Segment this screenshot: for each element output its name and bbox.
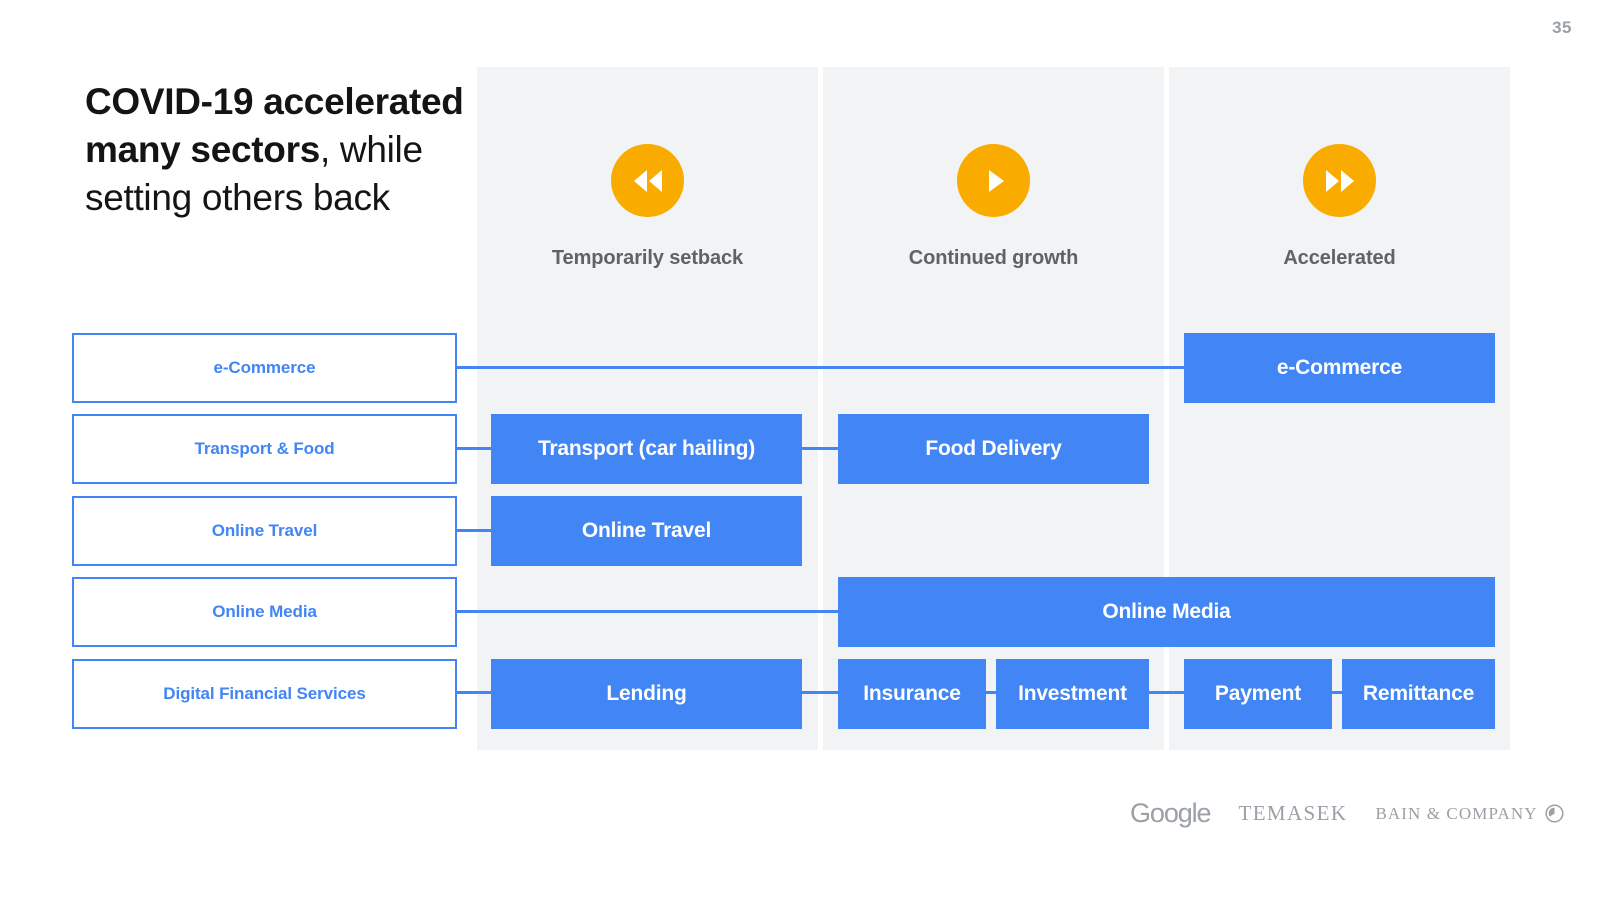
column-label-continued-growth: Continued growth (908, 247, 1079, 269)
sector-label-e-commerce: e-Commerce (213, 358, 316, 377)
item-box-lending[interactable]: Lending (491, 659, 802, 729)
item-box-investment[interactable]: Investment (996, 659, 1149, 729)
item-box-online-media[interactable]: Online Media (838, 577, 1495, 647)
item-box-insurance[interactable]: Insurance (838, 659, 986, 729)
play-icon (957, 144, 1030, 217)
page-title-bold: COVID-19 accelerated many sectors (85, 81, 464, 170)
column-label-temporarily-setback: Temporarily setback (551, 247, 744, 269)
bain-logo-text: BAIN & COMPANY (1375, 803, 1538, 823)
item-label-insurance: Insurance (863, 682, 961, 705)
column-panel-temporarily-setback: Temporarily setback (477, 67, 818, 750)
connector-lending-to-insurance (800, 691, 840, 694)
connector-online-media-left (457, 610, 840, 613)
column-panel-continued-growth: Continued growth (823, 67, 1164, 750)
item-box-remittance[interactable]: Remittance (1342, 659, 1495, 729)
item-box-transport[interactable]: Transport (car hailing) (491, 414, 802, 484)
item-label-transport: Transport (car hailing) (537, 437, 756, 460)
fast-forward-icon (1303, 144, 1376, 217)
connector-transport-food-left (457, 447, 493, 450)
sector-box-e-commerce[interactable]: e-Commerce (72, 333, 457, 403)
page-title-light: , while setting others back (85, 129, 423, 218)
page-number: 35 (1552, 18, 1572, 37)
sector-label-digital-financial-services: Digital Financial Services (163, 684, 366, 703)
rewind-icon (611, 144, 684, 217)
sector-box-transport-food[interactable]: Transport & Food (72, 414, 457, 484)
sector-label-online-travel: Online Travel (211, 521, 318, 540)
sector-label-transport-food: Transport & Food (194, 439, 335, 458)
item-label-online-media: Online Media (1102, 600, 1231, 623)
sector-box-online-travel[interactable]: Online Travel (72, 496, 457, 566)
item-box-e-commerce[interactable]: e-Commerce (1184, 333, 1495, 403)
column-header-temporarily-setback: Temporarily setback (477, 67, 818, 270)
temasek-logo: TEMASEK (1238, 801, 1348, 825)
item-label-lending: Lending (606, 682, 687, 705)
bain-logo: BAIN & COMPANY (1375, 803, 1564, 824)
sector-label-online-media: Online Media (212, 602, 317, 621)
column-label-accelerated: Accelerated (1283, 247, 1396, 269)
google-logo: Google (1130, 798, 1212, 828)
bain-mark-icon (1545, 804, 1564, 823)
footer-logos: Google TEMASEK BAIN & COMPANY (1130, 798, 1564, 829)
column-header-continued-growth: Continued growth (823, 67, 1164, 270)
connector-investment-to-payment (1146, 691, 1186, 694)
connector-dfs-left (457, 691, 493, 694)
item-label-online-travel: Online Travel (581, 519, 712, 542)
connector-e-commerce (457, 366, 1186, 369)
item-label-food-delivery: Food Delivery (925, 437, 1062, 460)
item-box-payment[interactable]: Payment (1184, 659, 1332, 729)
connector-payment-to-remittance (1330, 691, 1344, 694)
item-box-online-travel[interactable]: Online Travel (491, 496, 802, 566)
connector-transport-to-food-delivery (800, 447, 840, 450)
sector-box-digital-financial-services[interactable]: Digital Financial Services (72, 659, 457, 729)
item-label-investment: Investment (1018, 682, 1127, 705)
connector-online-travel-left (457, 529, 493, 532)
item-box-food-delivery[interactable]: Food Delivery (838, 414, 1149, 484)
item-label-e-commerce: e-Commerce (1276, 356, 1403, 379)
column-header-accelerated: Accelerated (1169, 67, 1510, 270)
page-title: COVID-19 accelerated many sectors, while… (85, 78, 485, 222)
sector-box-online-media[interactable]: Online Media (72, 577, 457, 647)
column-panel-accelerated: Accelerated (1169, 67, 1510, 750)
connector-insurance-to-investment (984, 691, 998, 694)
item-label-remittance: Remittance (1362, 682, 1475, 705)
item-label-payment: Payment (1214, 682, 1302, 705)
